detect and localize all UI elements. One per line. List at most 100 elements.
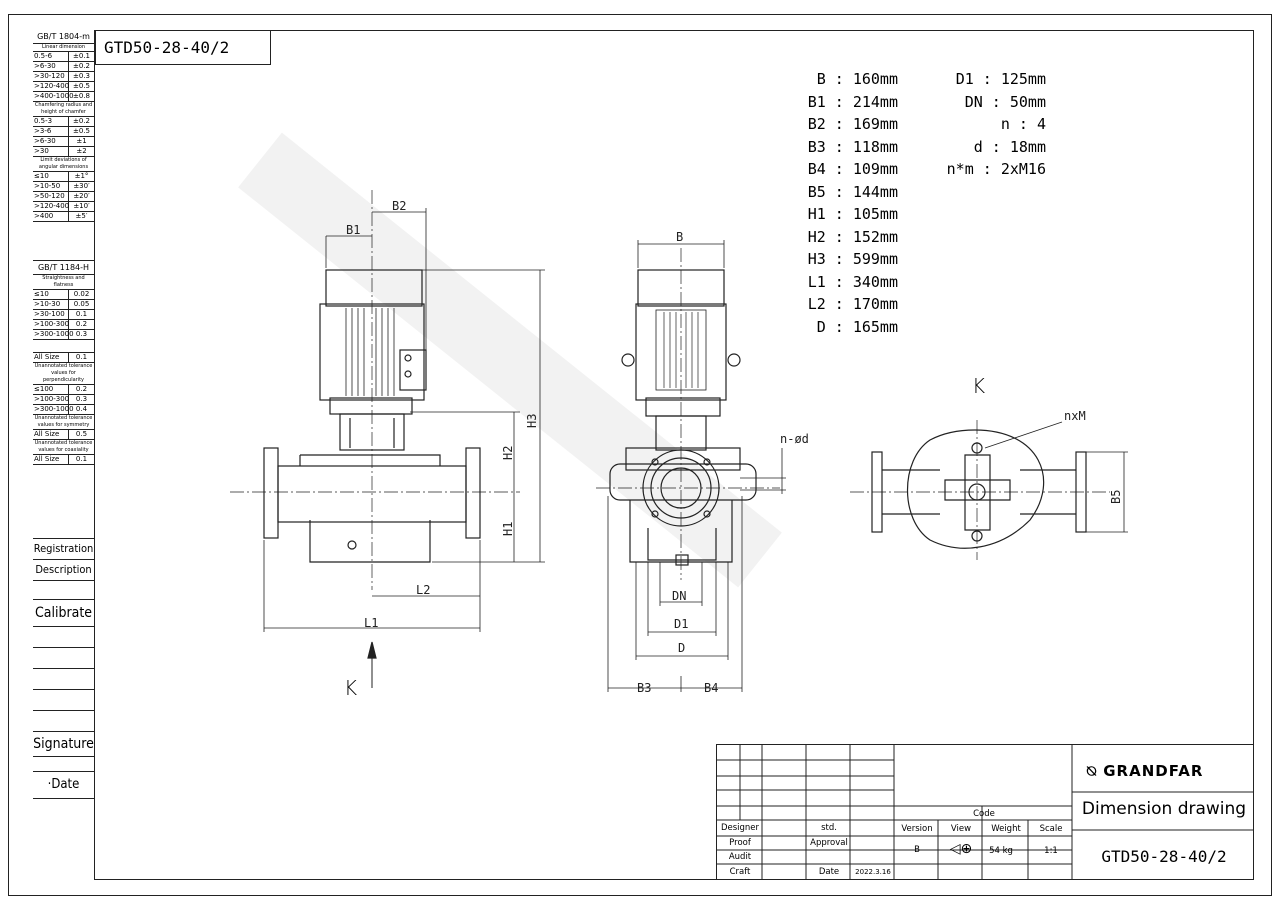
- spec-value: 50mm: [1009, 92, 1046, 111]
- model-header: GTD50-28-40/2: [95, 30, 271, 65]
- title-block: Designer Proof Audit Craft std. Approval…: [716, 744, 1254, 880]
- spec-key: DN: [964, 92, 983, 111]
- spec-key: n: [1000, 115, 1010, 133]
- tolerance-value: ±10′: [73, 202, 90, 210]
- tb-audit: Audit: [728, 852, 752, 862]
- spacer: [33, 690, 94, 711]
- linear-title: Linear dimension: [33, 44, 94, 52]
- front-view: [596, 240, 786, 692]
- tolerance-range: >120-400: [34, 82, 70, 91]
- linear-rows: 0.5-6±0.1>6-30±0.2>30-120±0.3>120-400±0.…: [33, 52, 94, 102]
- spacer: [33, 648, 94, 669]
- spec-value: 125mm: [1000, 70, 1046, 88]
- spec-row: L2 : 170mm: [780, 293, 898, 316]
- tolerance-range: >30-100: [33, 310, 69, 319]
- tb-weight: Weight: [991, 824, 1021, 834]
- spec-key: L2: [807, 295, 826, 313]
- label-H1: H1: [501, 522, 515, 536]
- spec-value: 2xM16: [1000, 160, 1046, 178]
- description-label: Description: [33, 560, 94, 581]
- tolerance-value: 0.2: [75, 320, 88, 328]
- tolerance-row: ≤10±1°: [33, 172, 94, 182]
- tolerance-row: >10-50±30′: [33, 182, 94, 192]
- tolerance-row: >400-1000±0.8: [33, 92, 94, 102]
- chamfer-title: Chamfering radius and height of chamfer: [33, 102, 94, 117]
- drawing-sheet-border: [8, 14, 1272, 896]
- spec-separator: :: [973, 70, 1001, 88]
- tolerance-row: >120-400±10′: [33, 202, 94, 212]
- motor-fan-cover: [325, 269, 423, 307]
- spec-row: B : 160mm: [780, 68, 898, 91]
- tolerance-value: 0.2: [75, 385, 88, 393]
- spec-separator: :: [825, 205, 853, 223]
- brand-logo-icon: ⍉: [1087, 762, 1104, 780]
- k-view: [850, 420, 1128, 560]
- tolerance-range: >10-50: [33, 182, 69, 191]
- spec-value: 170mm: [852, 295, 898, 313]
- tolerance-range: >400: [33, 212, 69, 221]
- tolerance-value: ±2: [76, 147, 87, 155]
- angular-rows: ≤10±1°>10-50±30′>50-120±20′>120-400±10′>…: [33, 172, 94, 222]
- spec-value: 160mm: [852, 70, 898, 88]
- watermark-band: [238, 132, 782, 588]
- spec-value: 18mm: [1009, 137, 1046, 156]
- label-H3: H3: [525, 414, 539, 428]
- tolerance-range: >30-120: [33, 72, 69, 81]
- tolerance-value: 0.02: [73, 290, 90, 298]
- spec-separator: :: [825, 317, 853, 336]
- tb-scale: Scale: [1039, 824, 1063, 834]
- tolerance-range: All Size: [33, 353, 69, 362]
- tolerance-range: All Size: [33, 430, 69, 439]
- spec-key: L1: [807, 272, 826, 291]
- spec-separator: :: [973, 160, 1001, 178]
- tolerance-value: ±1: [76, 137, 87, 145]
- label-H2: H2: [501, 446, 515, 460]
- tolerance-range: All Size: [33, 455, 69, 464]
- spec-row: H1 : 105mm: [780, 203, 898, 226]
- spacer: [33, 627, 94, 648]
- brand-logo: ⍉ GRANDFAR: [1087, 762, 1203, 780]
- spec-row: D1 : 125mm: [922, 68, 1046, 91]
- spec-row: B1 : 214mm: [780, 91, 898, 114]
- spec-key: D1: [955, 70, 974, 88]
- tolerance-row: 0.5-3±0.2: [33, 117, 94, 127]
- spec-key: H2: [807, 227, 826, 246]
- spec-row: B3 : 118mm: [780, 136, 898, 159]
- tb-designer: Designer: [720, 823, 760, 833]
- k-view-label: K: [972, 374, 986, 398]
- tolerance-range: >100-300: [34, 320, 70, 329]
- tolerance-range: >300-1000: [34, 405, 74, 414]
- spec-row: n*m : 2xM16: [922, 158, 1046, 181]
- gbt1184-title: GB/T 1184-H: [33, 261, 94, 275]
- label-B5: B5: [1109, 490, 1123, 504]
- calibrate-label: Calibrate: [33, 600, 94, 627]
- spec-key: H1: [807, 205, 826, 223]
- tb-approval: Approval: [810, 838, 848, 848]
- k-arrow-label: K: [344, 676, 358, 700]
- spec-row: L1 : 340mm: [780, 271, 898, 294]
- spec-key: n*m: [946, 160, 974, 178]
- tb-weight-value: 54 kg: [989, 846, 1013, 856]
- tolerance-value: 0.3: [75, 395, 88, 403]
- tolerance-row: >400±5′: [33, 212, 94, 222]
- spec-value: 144mm: [852, 182, 898, 201]
- spec-value: 165mm: [852, 317, 898, 336]
- spec-key: B2: [807, 115, 826, 133]
- spec-row: DN : 50mm: [922, 91, 1046, 114]
- tb-doc-title: Dimension drawing: [1081, 799, 1247, 819]
- tolerance-value: ±0.8: [73, 92, 90, 100]
- registration-label: Registration: [33, 539, 94, 560]
- label-B1: B1: [346, 223, 360, 237]
- k-cross: [944, 479, 1011, 501]
- spec-row: B4 : 109mm: [780, 158, 898, 181]
